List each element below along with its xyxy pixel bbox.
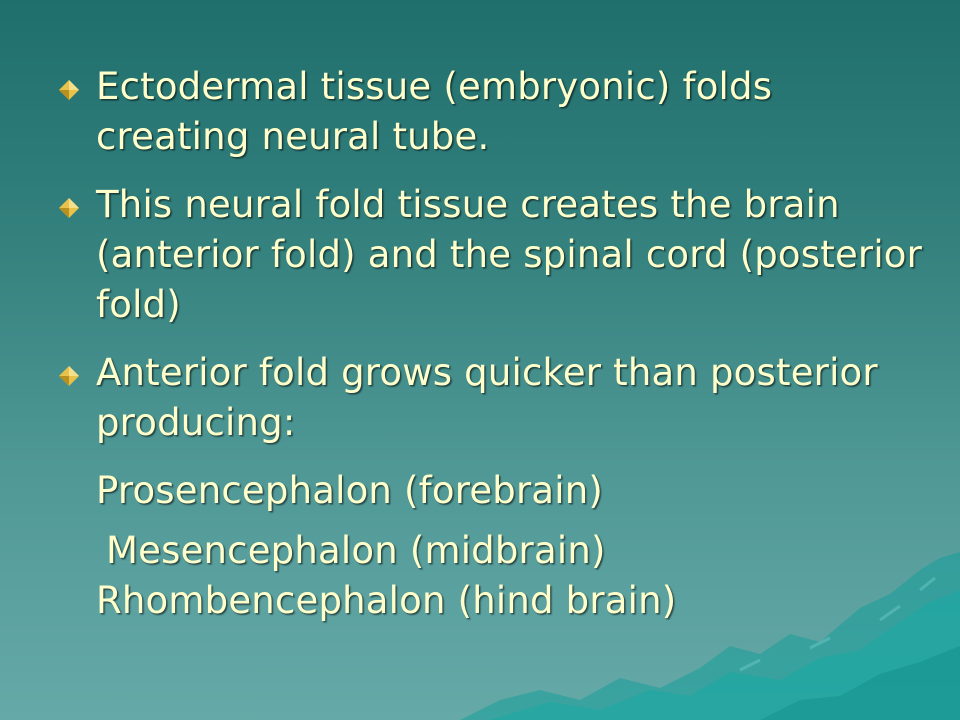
bullet-list: Ectodermal tissue (embryonic) folds crea… [56,62,926,636]
bullet-text: This neural fold tissue creates the brai… [96,183,923,326]
diamond-bullet-icon [59,80,79,100]
sub-item-text: Prosencephalon (forebrain) [96,469,604,512]
sub-item: Mesencephalon (midbrain) [56,526,926,576]
diamond-bullet-icon [59,198,79,218]
bullet-text: Ectodermal tissue (embryonic) folds crea… [96,65,773,158]
diamond-bullet-icon [59,366,79,386]
mountain-decoration [460,552,960,720]
sub-item-text: Mesencephalon (midbrain) [106,529,606,572]
sub-item: Prosencephalon (forebrain) [56,466,926,516]
bullet-item: Anterior fold grows quicker than posteri… [56,348,926,448]
bullet-text: Anterior fold grows quicker than posteri… [96,351,878,444]
bullet-item: This neural fold tissue creates the brai… [56,180,926,330]
sub-item-text: Rhombencephalon (hind brain) [96,579,677,622]
bullet-item: Ectodermal tissue (embryonic) folds crea… [56,62,926,162]
sub-item: Rhombencephalon (hind brain) [56,576,926,626]
